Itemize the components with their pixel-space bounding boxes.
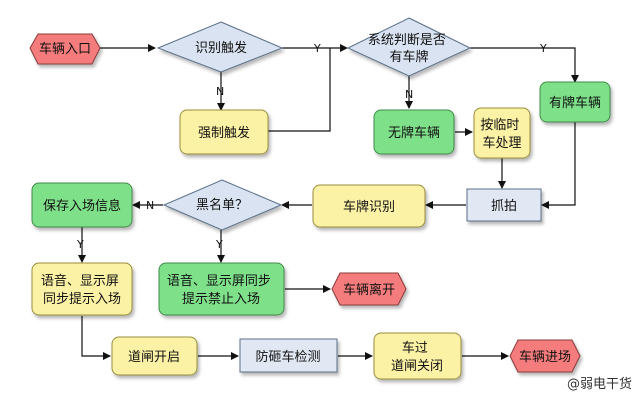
node-has-plate-label: 有牌车辆 — [549, 95, 601, 111]
label-recog-yes: Y — [313, 42, 321, 55]
label-plate-no: N — [405, 88, 413, 101]
node-has-plate: 有牌车辆 — [539, 81, 611, 123]
node-gate-open-label: 道闸开启 — [128, 350, 180, 365]
node-blacklist: 黑名单？ — [162, 179, 283, 231]
node-blacklist-label: 黑名单？ — [196, 197, 248, 213]
node-save-entry-label: 保存入场信息 — [43, 198, 121, 214]
node-no-plate: 无牌车辆 — [373, 109, 455, 155]
node-vehicle-entry-label: 车辆入口 — [39, 41, 91, 57]
node-forced-trigger: 强制触发 — [179, 109, 269, 155]
node-no-plate-label: 无牌车辆 — [388, 125, 440, 141]
node-plate-recognition-label: 车牌识别 — [343, 199, 395, 215]
node-anti-smash-label: 防砸车检测 — [255, 349, 320, 365]
edge-plate-check-to-has-plate — [470, 47, 579, 83]
node-save-entry: 保存入场信息 — [31, 182, 133, 228]
watermark-text: @弱电干货 — [567, 376, 632, 392]
label-recog-no: N — [216, 85, 224, 98]
node-capture-label: 抓拍 — [491, 199, 517, 214]
edge-forced-back-to-check — [268, 48, 331, 132]
node-voice-forbid-label: 语音、显示屏同步 提示禁止入场 — [167, 273, 275, 307]
node-voice-entry-label: 语音、显示屏 同步提示入场 — [41, 273, 123, 307]
node-capture: 抓拍 — [466, 188, 542, 222]
connectors — [78, 44, 579, 360]
label-save-yes: Y — [76, 238, 84, 251]
label-plate-yes: Y — [539, 42, 547, 55]
node-voice-entry: 语音、显示屏 同步提示入场 — [31, 262, 133, 316]
node-plate-recognition: 车牌识别 — [312, 184, 426, 228]
node-system-plate-check-label: 系统判断是否 有车牌 — [368, 33, 450, 65]
node-vehicle-in: 车辆进场 — [509, 339, 581, 373]
node-vehicle-in-label: 车辆进场 — [519, 349, 571, 365]
node-temp-car-label: 按临时 车处理 — [480, 118, 523, 151]
node-recognition-trigger-label: 识别触发 — [195, 40, 247, 56]
node-gate-open: 道闸开启 — [111, 336, 198, 376]
node-vehicle-leave-label: 车辆离开 — [343, 282, 395, 298]
node-recognition-trigger: 识别触发 — [156, 21, 284, 73]
node-anti-smash: 防砸车检测 — [239, 338, 338, 373]
node-temp-car: 按临时 车处理 — [473, 107, 531, 159]
edge-has-plate-to-capture — [541, 122, 576, 209]
node-gate-close-label: 车过 道闸关闭 — [391, 340, 443, 374]
node-voice-forbid: 语音、显示屏同步 提示禁止入场 — [158, 262, 285, 316]
label-black-no: N — [146, 199, 154, 212]
edge-voice-to-gate-open — [81, 316, 111, 360]
node-system-plate-check: 系统判断是否 有车牌 — [346, 17, 472, 77]
node-forced-trigger-label: 强制触发 — [198, 125, 250, 141]
node-vehicle-leave: 车辆离开 — [331, 272, 407, 306]
label-black-yes: Y — [215, 238, 223, 251]
node-gate-close: 车过 道闸关闭 — [373, 332, 462, 380]
node-vehicle-entry: 车辆入口 — [29, 33, 101, 65]
